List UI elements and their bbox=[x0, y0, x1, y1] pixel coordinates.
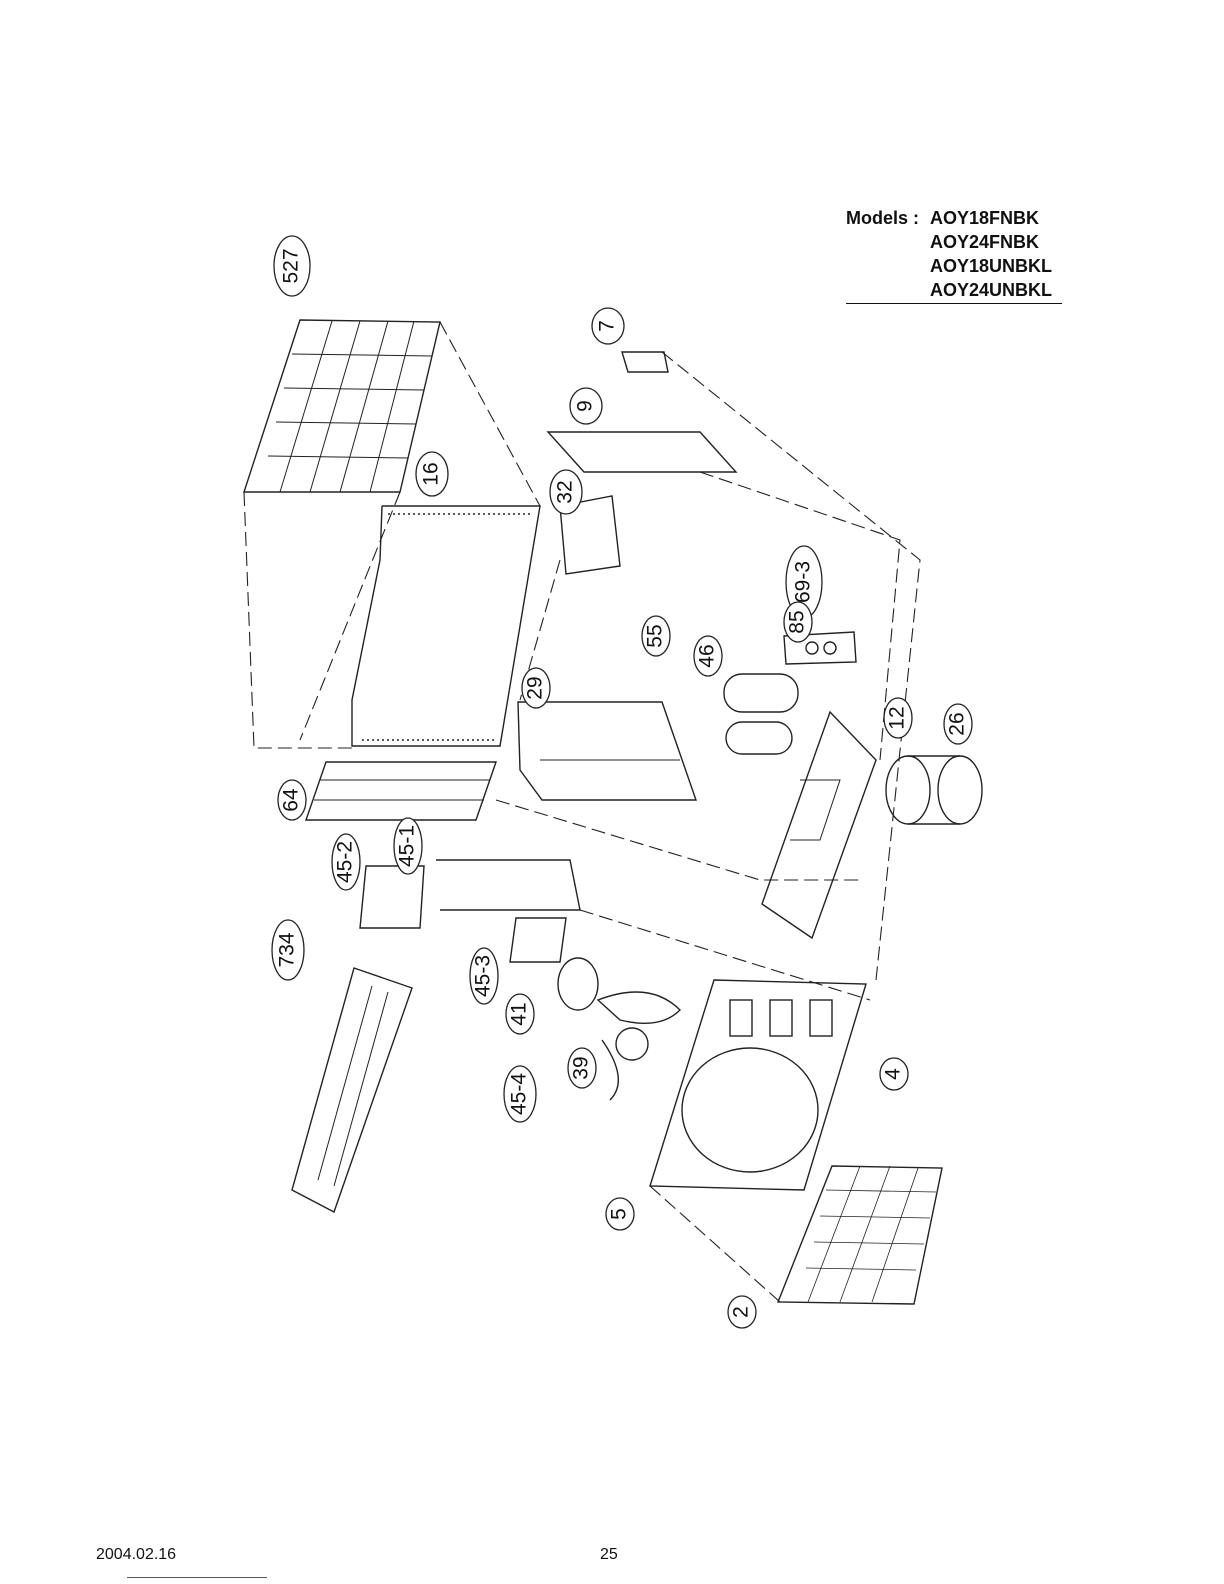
svg-text:45-4: 45-4 bbox=[508, 1073, 531, 1115]
callout: 85 bbox=[784, 602, 812, 642]
callout: 32 bbox=[550, 470, 582, 514]
svg-text:45-2: 45-2 bbox=[334, 841, 357, 883]
fan-motor-part bbox=[558, 958, 598, 1010]
svg-text:64: 64 bbox=[280, 788, 303, 812]
footer-date: 2004.02.16 bbox=[96, 1546, 176, 1564]
svg-text:55: 55 bbox=[644, 624, 667, 647]
callout: 4 bbox=[880, 1058, 908, 1090]
svg-text:26: 26 bbox=[946, 712, 969, 735]
callout: 45-2 bbox=[332, 834, 360, 890]
callout: 46 bbox=[694, 636, 722, 676]
svg-text:12: 12 bbox=[886, 706, 909, 729]
front-grille-part bbox=[778, 1166, 942, 1304]
svg-text:69-3: 69-3 bbox=[792, 561, 815, 603]
svg-text:46: 46 bbox=[696, 644, 719, 667]
svg-text:85: 85 bbox=[786, 610, 809, 633]
svg-text:41: 41 bbox=[508, 1002, 531, 1025]
callout: 2 bbox=[728, 1296, 756, 1328]
svg-text:32: 32 bbox=[554, 480, 577, 503]
side-grille-part bbox=[306, 762, 496, 820]
svg-text:734: 734 bbox=[276, 932, 299, 967]
callout: 26 bbox=[944, 704, 972, 744]
callout: 5 bbox=[606, 1198, 634, 1230]
svg-text:29: 29 bbox=[524, 676, 547, 699]
svg-text:39: 39 bbox=[570, 1056, 593, 1079]
footer-link-underline bbox=[127, 1577, 267, 1578]
callout: 7 bbox=[592, 308, 624, 344]
callout: 9 bbox=[570, 388, 602, 424]
base-plate-part bbox=[762, 712, 876, 938]
callout: 45-3 bbox=[470, 948, 498, 1004]
callout: 29 bbox=[522, 668, 550, 708]
partition-part bbox=[518, 702, 696, 800]
front-panel-part bbox=[650, 980, 866, 1190]
sleeve-part bbox=[886, 756, 982, 824]
callout: 12 bbox=[884, 698, 912, 738]
svg-text:9: 9 bbox=[574, 400, 597, 412]
svg-text:16: 16 bbox=[420, 462, 443, 485]
callout: 16 bbox=[416, 452, 448, 496]
top-panel-part bbox=[244, 320, 440, 492]
motor-bracket-part bbox=[360, 860, 580, 962]
callout: 527 bbox=[274, 236, 310, 296]
callout: 55 bbox=[642, 616, 670, 656]
svg-text:2: 2 bbox=[730, 1306, 753, 1318]
side-panel-part bbox=[292, 968, 412, 1212]
page-number: 25 bbox=[600, 1546, 618, 1564]
svg-text:45-1: 45-1 bbox=[396, 825, 419, 867]
compressor-part bbox=[724, 674, 798, 754]
svg-text:5: 5 bbox=[608, 1208, 631, 1220]
callout: 39 bbox=[568, 1048, 596, 1088]
callout: 45-4 bbox=[504, 1066, 536, 1122]
callout: 734 bbox=[272, 920, 304, 980]
callouts: 527 7 9 16 32 69-3 85 55 bbox=[272, 236, 972, 1328]
callout: 64 bbox=[278, 780, 306, 820]
propeller-fan-part bbox=[598, 992, 680, 1100]
callout: 45-1 bbox=[394, 818, 422, 874]
callout: 41 bbox=[506, 994, 534, 1034]
svg-text:45-3: 45-3 bbox=[472, 955, 495, 997]
svg-text:527: 527 bbox=[280, 248, 303, 283]
svg-text:7: 7 bbox=[596, 320, 619, 332]
svg-text:4: 4 bbox=[882, 1068, 905, 1080]
